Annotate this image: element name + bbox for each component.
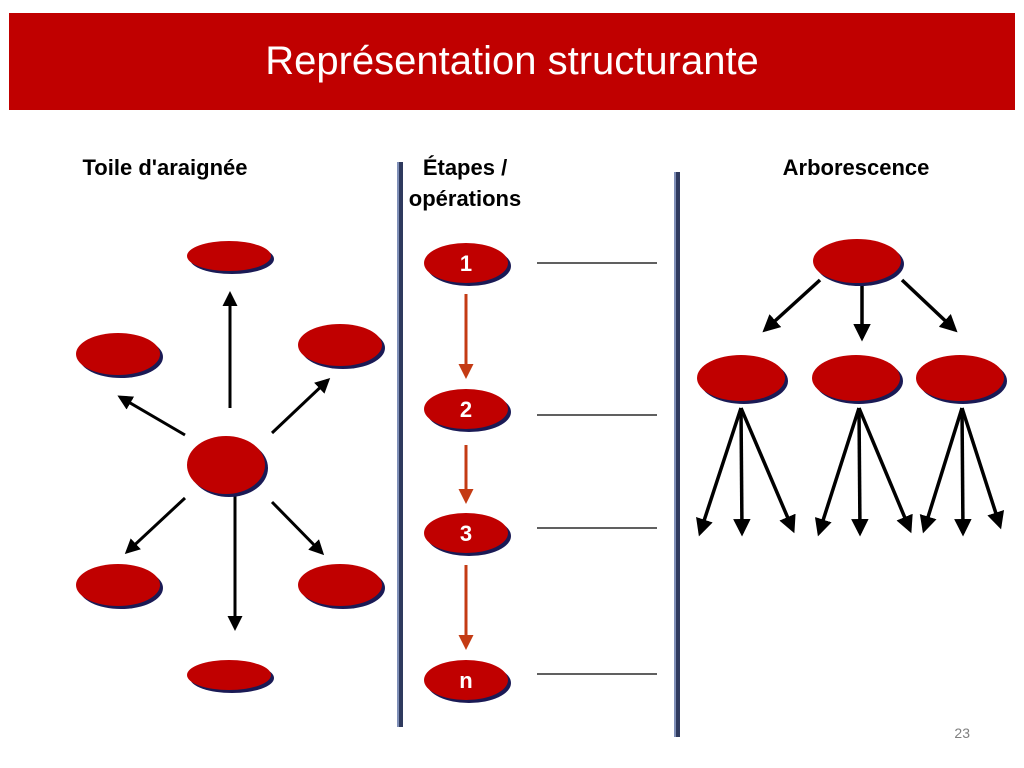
slide-number: 23	[954, 725, 970, 741]
spider-node-bottom	[187, 660, 274, 693]
spider-node-center	[187, 436, 268, 497]
arrow-down-right	[270, 500, 325, 556]
steps-diagram: 1 2 3 n	[424, 243, 657, 703]
step-nodes: 1 2 3 n	[424, 243, 511, 703]
divider-right	[674, 172, 680, 737]
step-node-3: 3	[424, 513, 511, 556]
spider-nodes	[76, 241, 385, 693]
heading-tree: Arborescence	[782, 155, 930, 180]
arrow-up-left	[117, 395, 186, 437]
page-title: Représentation structurante	[265, 39, 759, 83]
spider-arrows	[117, 291, 331, 631]
tree-nodes	[697, 239, 1007, 404]
tree-node-left	[697, 355, 788, 404]
tree-node-right	[916, 355, 1007, 404]
step-node-2: 2	[424, 389, 511, 432]
step-label-3: 3	[460, 521, 472, 546]
heading-steps: Étapes / opérations	[408, 155, 522, 211]
tree-arrows-level2	[696, 407, 1005, 537]
heading-spider-web: Toile d'araignée	[82, 155, 248, 180]
tree-arrows-level1	[762, 278, 958, 342]
spider-node-lower-left	[76, 564, 163, 609]
step-node-1: 1	[424, 243, 511, 286]
title-bar: Représentation structurante	[9, 13, 1015, 110]
tree-node-root	[813, 239, 904, 286]
step-label-n: n	[459, 668, 472, 693]
spider-node-upper-left	[76, 333, 163, 378]
step-label-1: 1	[460, 251, 472, 276]
arrow-down-left	[124, 496, 187, 555]
arrow-up-right	[270, 377, 331, 435]
spider-node-upper-right	[298, 324, 385, 369]
divider-left	[397, 162, 403, 727]
spider-web-diagram	[76, 241, 385, 693]
tree-node-middle	[812, 355, 903, 404]
tree-diagram	[696, 239, 1007, 537]
spider-node-top	[187, 241, 274, 274]
spider-node-lower-right	[298, 564, 385, 609]
step-node-n: n	[424, 660, 511, 703]
step-label-2: 2	[460, 397, 472, 422]
step-lines	[537, 262, 657, 675]
